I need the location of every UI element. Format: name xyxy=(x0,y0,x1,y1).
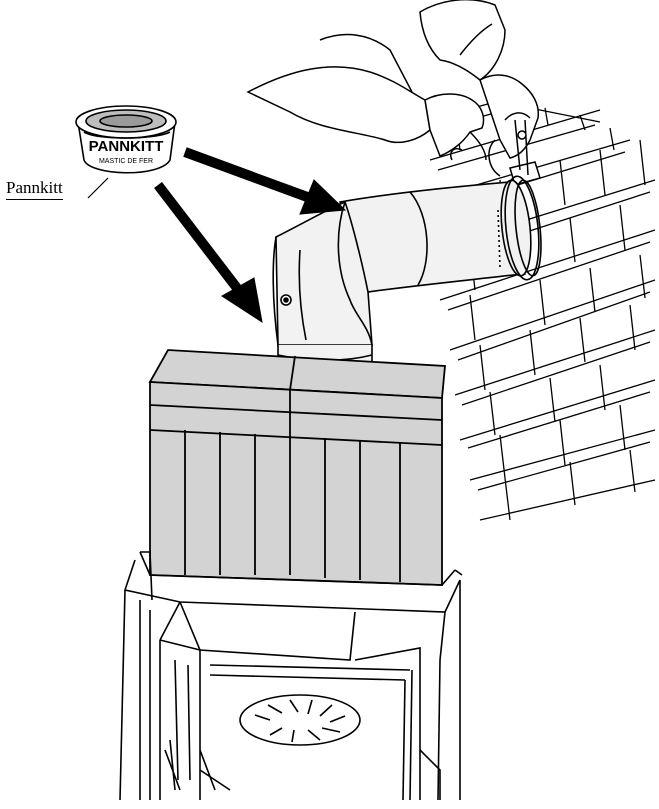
pannkitt-callout-label: Pannkitt xyxy=(6,178,63,200)
can-brand-text: PANNKITT xyxy=(89,138,164,155)
can-subtitle-text: MASTIC DE FER xyxy=(99,158,153,165)
stove-body xyxy=(119,551,463,801)
storage-panel xyxy=(148,349,446,586)
pannkitt-can xyxy=(75,105,177,174)
brick-wall xyxy=(424,94,656,521)
installer-hands xyxy=(246,0,541,186)
arrow-to-horizontal-pipe xyxy=(183,147,347,215)
arrow-to-elbow-joint xyxy=(154,181,263,324)
callout-leader-line xyxy=(87,177,109,199)
